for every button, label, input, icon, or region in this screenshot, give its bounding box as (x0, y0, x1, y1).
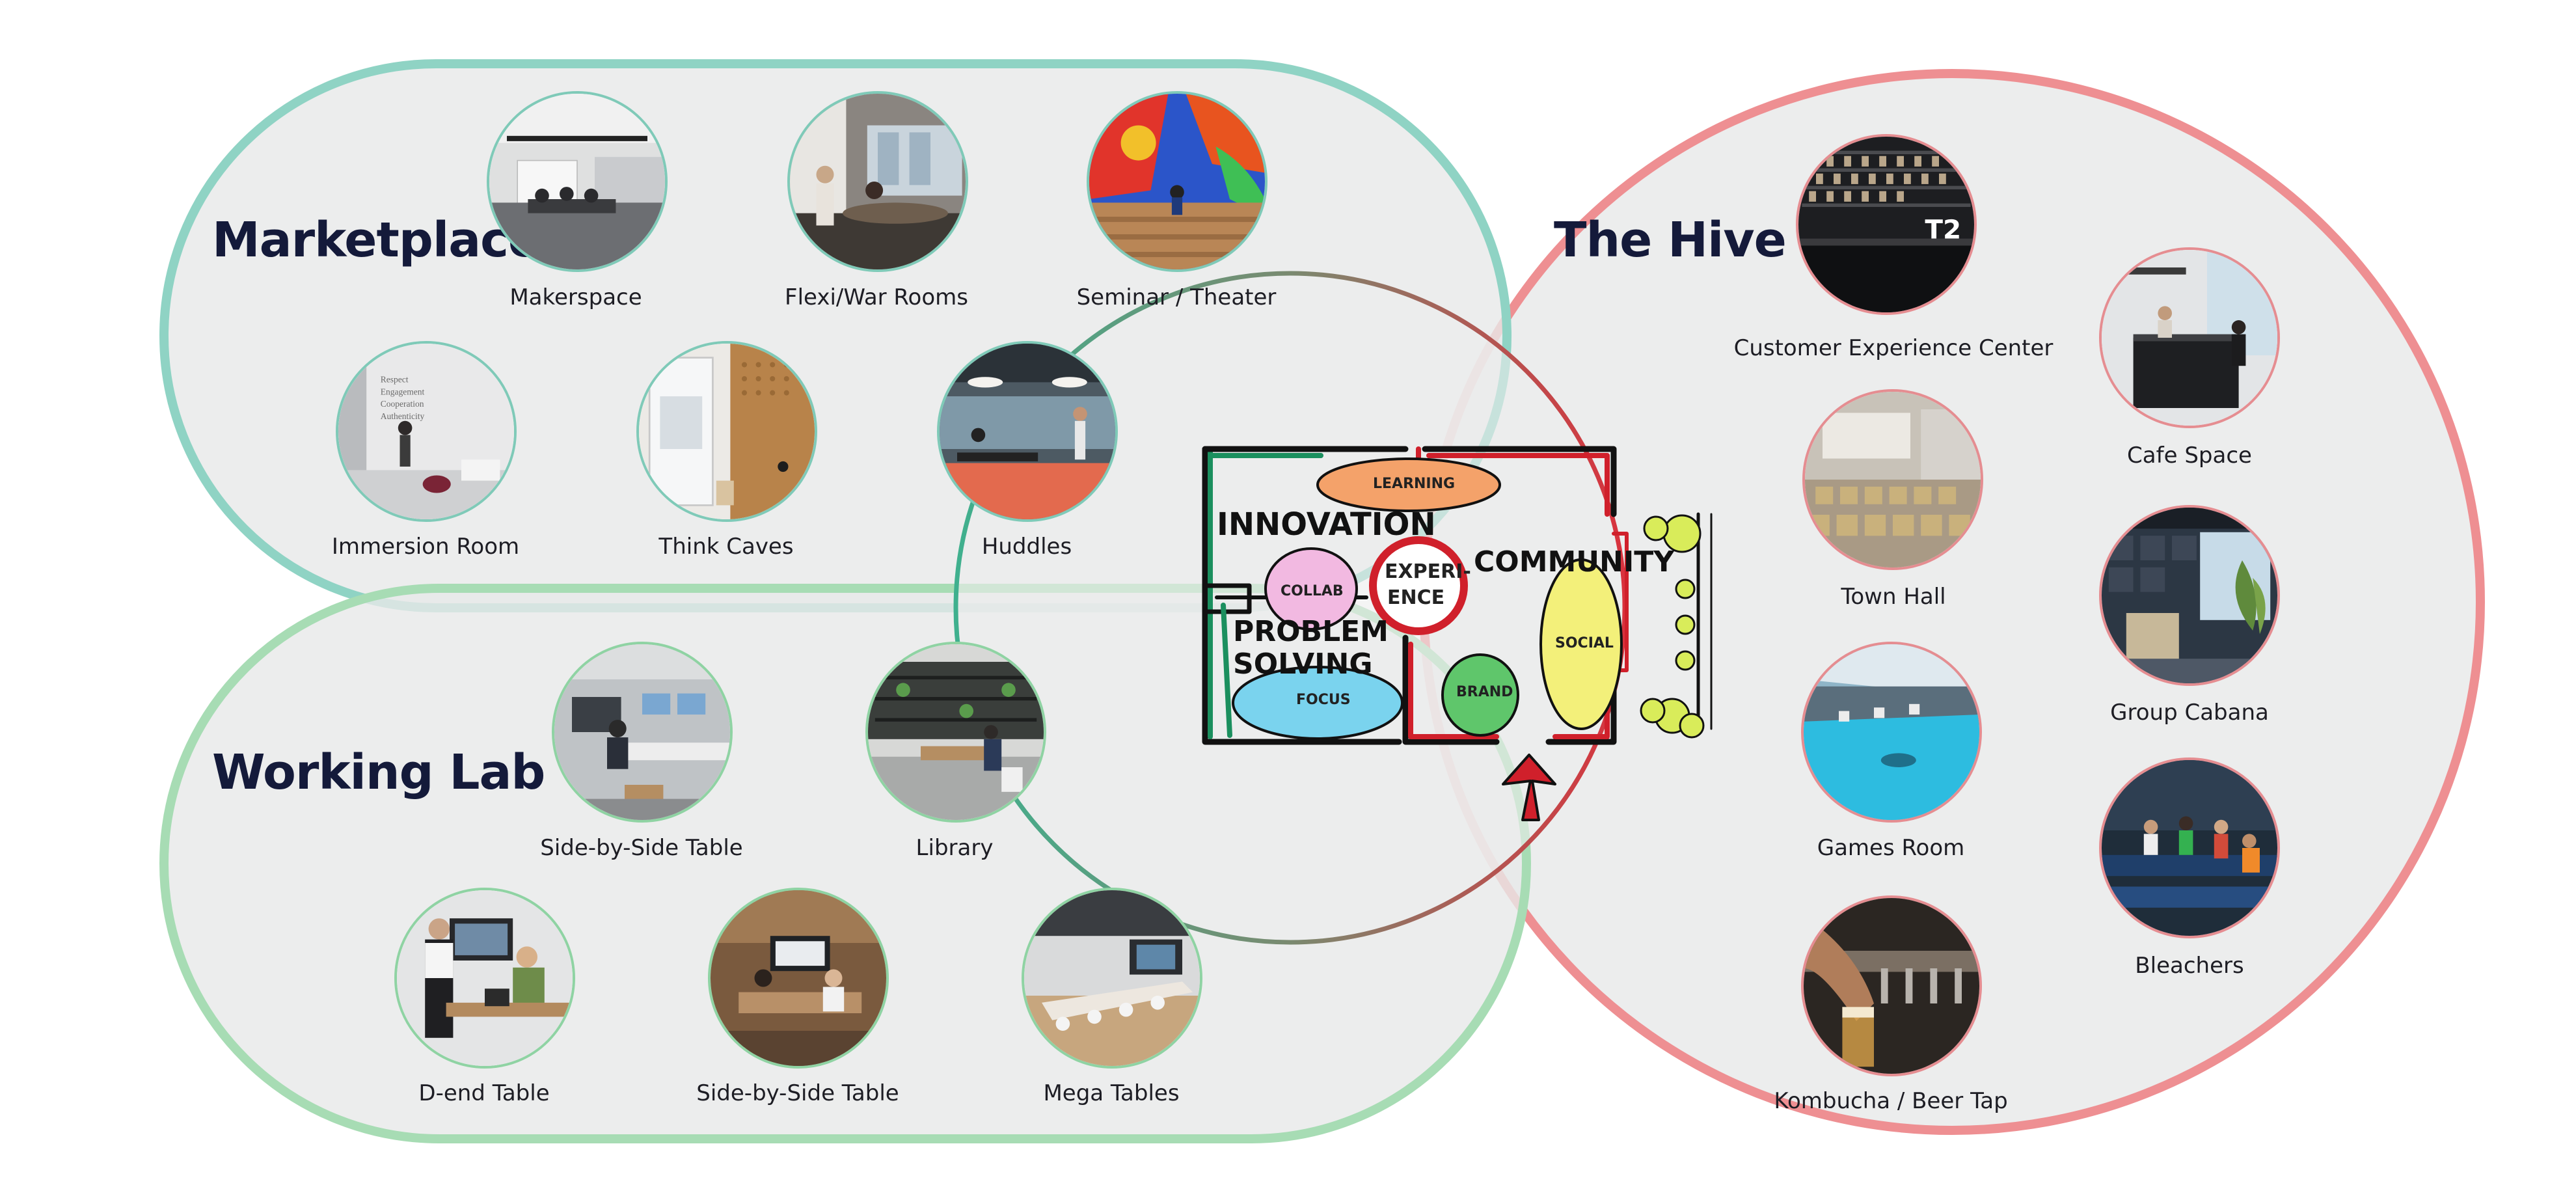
wall-word-4: Authenticity (381, 411, 425, 421)
bleachers-label: Bleachers (2135, 953, 2244, 979)
sketch-problem: PROBLEM (1233, 615, 1389, 648)
kombucha-beer-tap-label: Kombucha / Beer Tap (1774, 1088, 2008, 1114)
entry-arrow (1502, 754, 1556, 821)
sketch-experience-1: EXPERI- (1385, 560, 1471, 583)
town-hall-photo (1802, 389, 1983, 570)
sketch-experience-2: ENCE (1387, 586, 1444, 609)
focus-blob (1232, 666, 1403, 740)
customer-experience-center-photo: T2 (1796, 134, 1977, 315)
sketch-social: SOCIAL (1555, 635, 1614, 651)
group-cabana-photo (2099, 505, 2280, 686)
wall-word-1: Respect (381, 374, 409, 384)
marketplace-title: Marketplace (212, 212, 541, 268)
sketch-collab: COLLAB (1281, 583, 1344, 599)
sketch-learning: LEARNING (1373, 476, 1455, 492)
cafe-space-photo (2099, 247, 2280, 428)
games-room-label: Games Room (1817, 835, 1965, 861)
huddles-photo (937, 341, 1118, 522)
d-end-table-label: D-end Table (418, 1080, 550, 1106)
working-lab-title: Working Lab (212, 744, 545, 800)
sketch-focus: FOCUS (1296, 692, 1351, 708)
hive-title: The Hive (1554, 212, 1787, 268)
side-by-side-table-1-label: Side-by-Side Table (540, 835, 743, 861)
side-by-side-table-2-label: Side-by-Side Table (696, 1080, 899, 1106)
mega-tables-photo (1022, 888, 1202, 1069)
wall-word-3: Cooperation (381, 399, 424, 409)
sketch-community: COMMUNITY (1474, 545, 1675, 579)
social-blob (1539, 558, 1623, 730)
bleachers-photo (2099, 757, 2280, 938)
sketch-innovation: INNOVATION (1217, 506, 1436, 543)
mega-tables-label: Mega Tables (1043, 1080, 1180, 1106)
town-hall-label: Town Hall (1841, 584, 1946, 610)
flexi-war-rooms-label: Flexi/War Rooms (785, 284, 968, 310)
immersion-room-photo: Respect Engagement Cooperation Authentic… (336, 341, 517, 522)
brand-blob (1441, 653, 1519, 737)
games-room-photo (1801, 642, 1982, 823)
immersion-room-label: Immersion Room (331, 534, 520, 560)
cafe-space-label: Cafe Space (2127, 443, 2252, 469)
collab-blob (1264, 547, 1358, 631)
sketch-brand: BRAND (1456, 684, 1513, 700)
sketch-solving: SOLVING (1233, 648, 1372, 681)
library-label: Library (915, 835, 994, 861)
customer-experience-center-label: Customer Experience Center (1733, 335, 2054, 361)
huddles-label: Huddles (981, 534, 1072, 560)
think-caves-photo (636, 341, 817, 522)
flexi-war-rooms-photo (787, 91, 968, 272)
side-by-side-table-1-photo (552, 642, 733, 823)
think-caves-label: Think Caves (658, 534, 794, 560)
wall-word-2: Engagement (381, 387, 425, 396)
d-end-table-photo (394, 888, 575, 1069)
experience-blob (1369, 536, 1468, 635)
makerspace-label: Makerspace (509, 284, 642, 310)
seminar-theater-label: Seminar / Theater (1076, 284, 1277, 310)
kombucha-beer-tap-photo (1801, 895, 1982, 1076)
learning-blob (1316, 457, 1501, 512)
group-cabana-label: Group Cabana (2110, 700, 2269, 726)
t2-logo-text: T2 (1925, 214, 1961, 245)
